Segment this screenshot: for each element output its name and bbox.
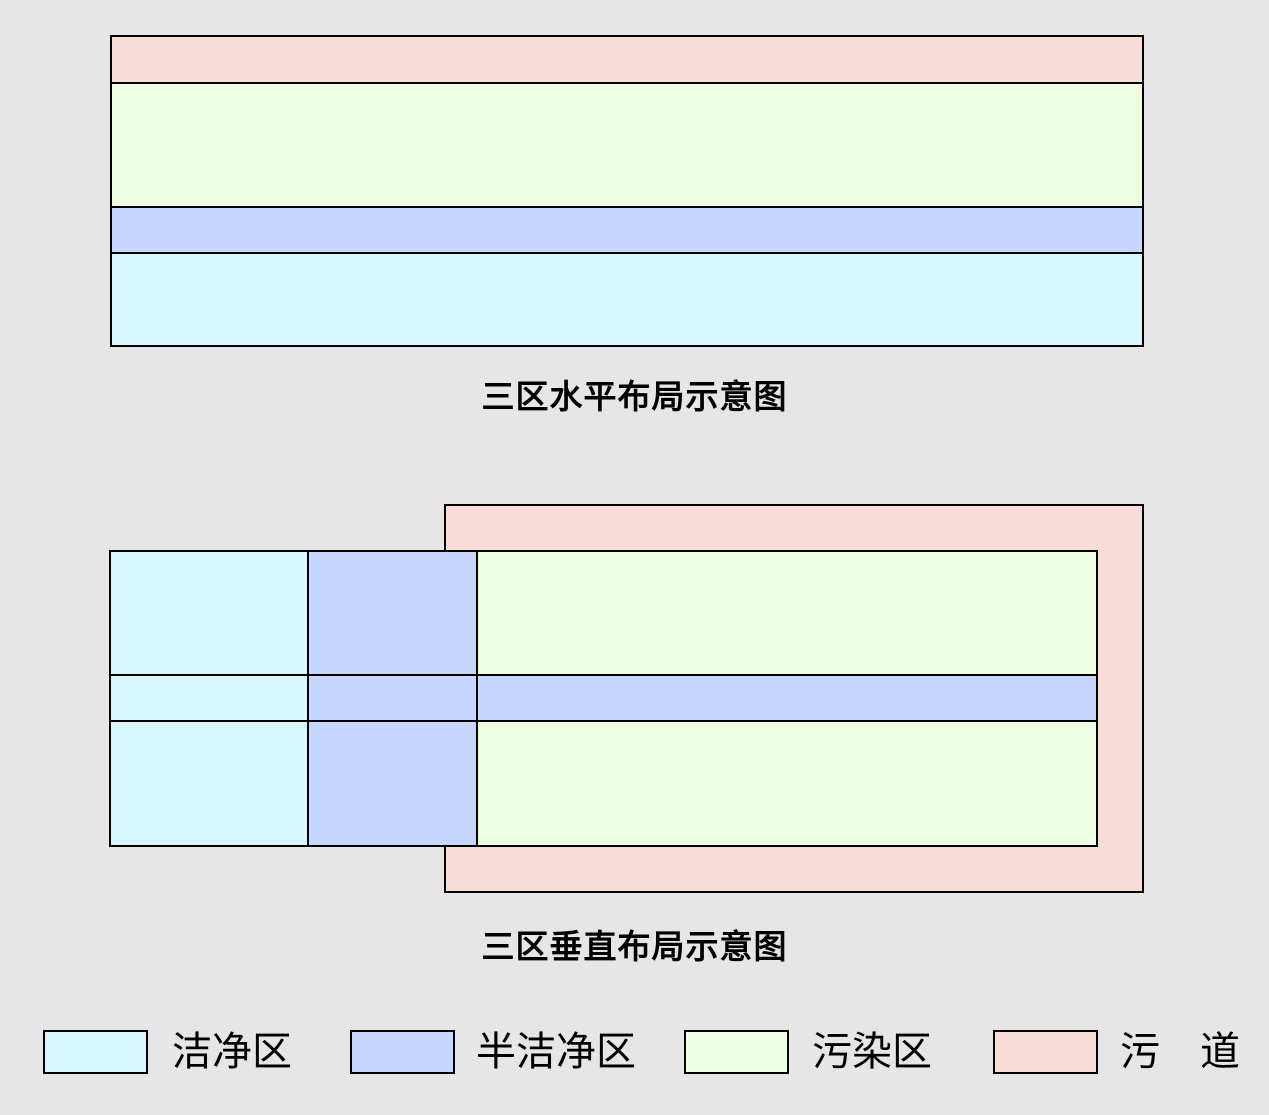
horizontal-contaminated-band [110, 82, 1144, 209]
vertical-diagram-caption: 三区垂直布局示意图 [481, 927, 788, 966]
vertical-semi-clean-corridor [476, 674, 1098, 723]
vertical-clean-top [109, 550, 310, 677]
horizontal-diagram-caption: 三区水平布局示意图 [481, 377, 788, 416]
vertical-contaminated-bottom [476, 720, 1098, 847]
horizontal-dirty-path-band [110, 35, 1144, 84]
vertical-contaminated-top [476, 550, 1098, 677]
legend-swatch-contaminated [684, 1030, 789, 1074]
vertical-clean-middle [109, 674, 310, 723]
legend-label-semi-clean: 半洁净区 [476, 1029, 636, 1075]
legend-swatch-clean [43, 1030, 148, 1074]
vertical-semi-clean-middle [307, 674, 479, 723]
vertical-clean-bottom [109, 720, 310, 847]
legend-swatch-dirty-path [993, 1030, 1098, 1074]
legend-label-dirty-path: 污 道 [1120, 1029, 1240, 1075]
legend-label-contaminated: 污染区 [812, 1029, 932, 1075]
horizontal-clean-band [110, 252, 1144, 347]
vertical-semi-clean-bottom [307, 720, 479, 847]
vertical-semi-clean-top [307, 550, 479, 677]
legend-swatch-semi-clean [350, 1030, 455, 1074]
horizontal-semi-clean-band [110, 206, 1144, 255]
legend-label-clean: 洁净区 [172, 1029, 292, 1075]
